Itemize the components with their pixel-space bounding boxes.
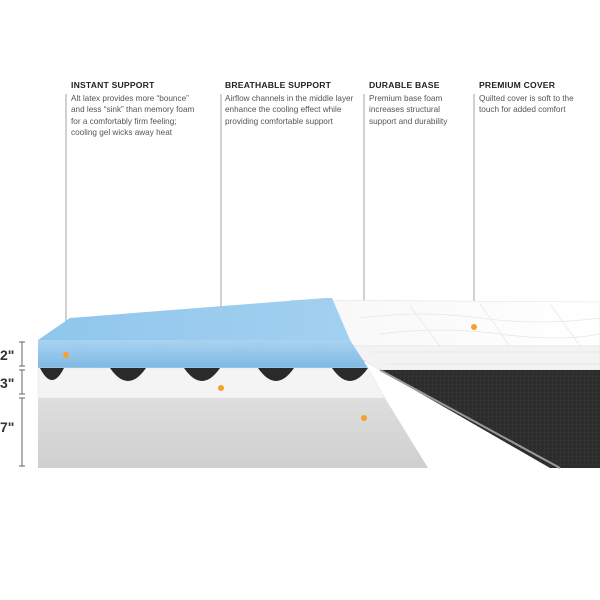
bracket-2in xyxy=(19,341,25,367)
callout-breathable-support: BREATHABLE SUPPORT Airflow channels in t… xyxy=(225,80,355,127)
callout-title: PREMIUM COVER xyxy=(479,80,556,90)
callout-title: BREATHABLE SUPPORT xyxy=(225,80,332,90)
dimension-brackets xyxy=(19,341,25,467)
airflow-channel xyxy=(110,368,146,381)
cover-side-divider xyxy=(379,369,561,469)
callout-title: INSTANT SUPPORT xyxy=(71,80,155,90)
cover-band-stitching xyxy=(372,351,600,365)
callout-text: Alt latex provides more “bounce” and les… xyxy=(71,94,195,138)
cover-dark-side xyxy=(380,370,600,468)
bracket-3in xyxy=(19,369,25,395)
cover-quilted-band xyxy=(338,345,600,371)
dimension-label-7in: 7" xyxy=(0,419,15,435)
callout-text: Quilted cover is soft to the touch for a… xyxy=(479,94,574,115)
gel-foam-top-surface xyxy=(38,298,350,340)
callout-title: DURABLE BASE xyxy=(369,80,440,90)
dimension-label-3in: 3" xyxy=(0,375,15,391)
marker-dot-base xyxy=(361,415,367,421)
airflow-channel xyxy=(258,368,294,381)
airflow-channels xyxy=(40,368,368,381)
callout-durable-base: DURABLE BASE Premium base foam increases… xyxy=(369,80,469,127)
callout-text: Premium base foam increases structural s… xyxy=(369,94,448,126)
marker-dot-cover xyxy=(471,324,477,330)
gel-foam-front xyxy=(38,340,368,368)
dimension-label-2in: 2" xyxy=(0,347,15,363)
airflow-channel xyxy=(332,368,368,381)
base-foam-layer xyxy=(38,398,428,468)
gel-foam-speckles xyxy=(79,343,321,363)
marker-dots xyxy=(63,324,477,421)
airflow-channel xyxy=(184,368,220,381)
marker-dot-gel xyxy=(63,352,69,358)
callout-instant-support: INSTANT SUPPORT Alt latex provides more … xyxy=(71,80,201,139)
airflow-channel xyxy=(40,368,64,380)
callout-premium-cover: PREMIUM COVER Quilted cover is soft to t… xyxy=(479,80,579,116)
callout-text: Airflow channels in the middle layer enh… xyxy=(225,94,354,126)
marker-dot-airflow xyxy=(218,385,224,391)
bracket-7in xyxy=(19,397,25,467)
quilt-stitching xyxy=(359,303,600,347)
